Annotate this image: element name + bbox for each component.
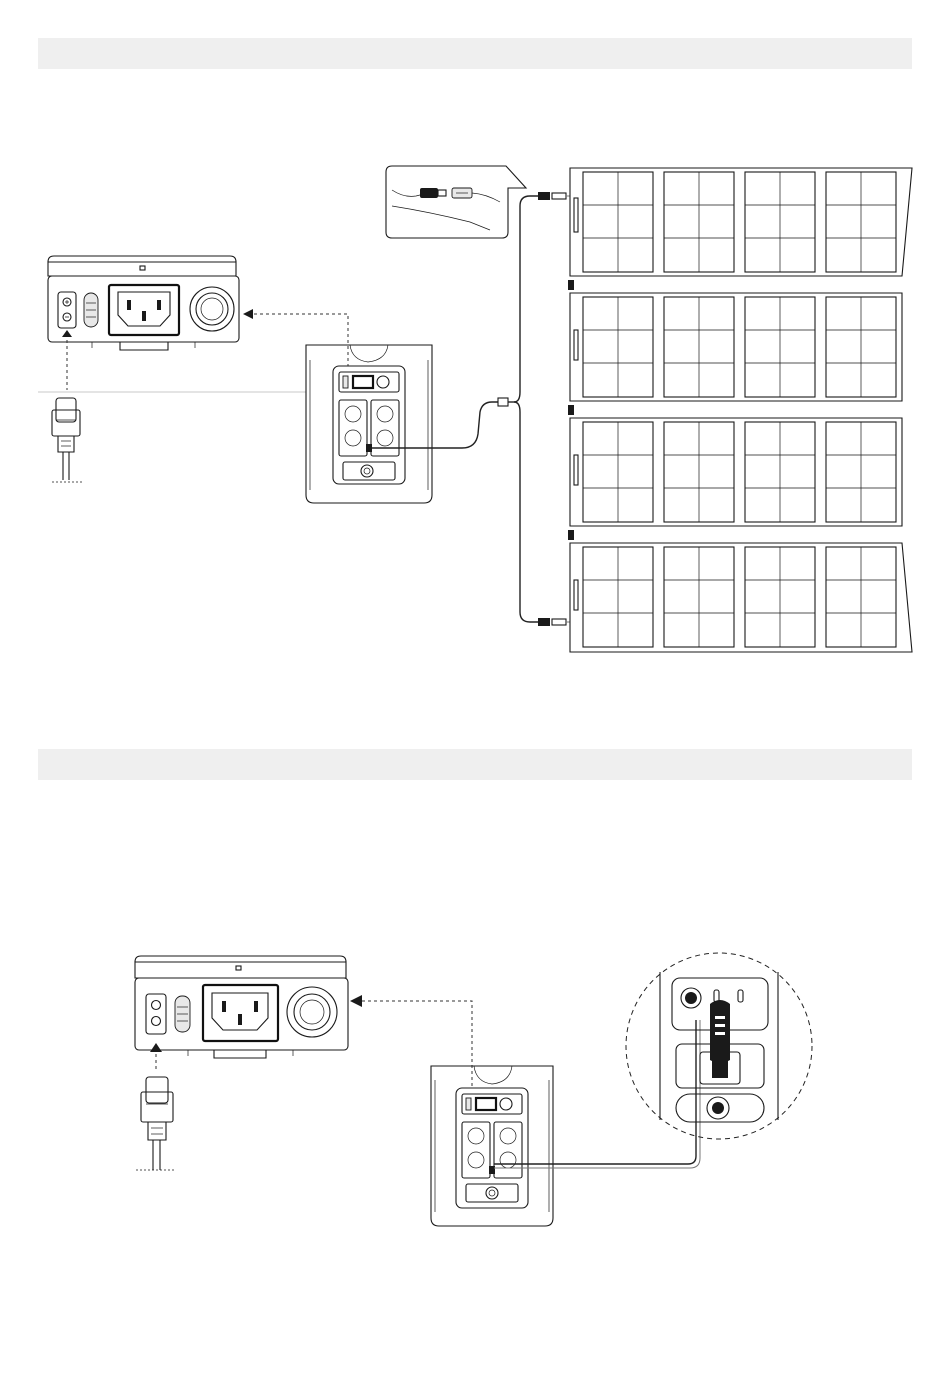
input-port-panel-detail-2 (135, 956, 348, 1058)
solar-panel-2 (570, 293, 902, 401)
solar-panel-4 (570, 543, 912, 652)
car-outlet-callout (626, 953, 812, 1139)
power-cable-plug-icon (52, 398, 82, 482)
arrow-left-icon (243, 309, 253, 319)
solar-panel-1 (570, 168, 912, 276)
power-station-unit (306, 345, 432, 503)
car-outlet-plug-icon (710, 1000, 730, 1078)
power-station-unit-2 (431, 1066, 553, 1226)
mc4-connector-callout (386, 166, 526, 238)
mc4-connector-icon (538, 192, 566, 626)
power-cable-plug-icon-2 (136, 1077, 176, 1170)
solar-panel-3 (570, 418, 902, 526)
input-port-panel-detail (48, 256, 239, 350)
solar-panel-array (568, 168, 912, 652)
arrow-left-icon-2 (350, 995, 362, 1007)
